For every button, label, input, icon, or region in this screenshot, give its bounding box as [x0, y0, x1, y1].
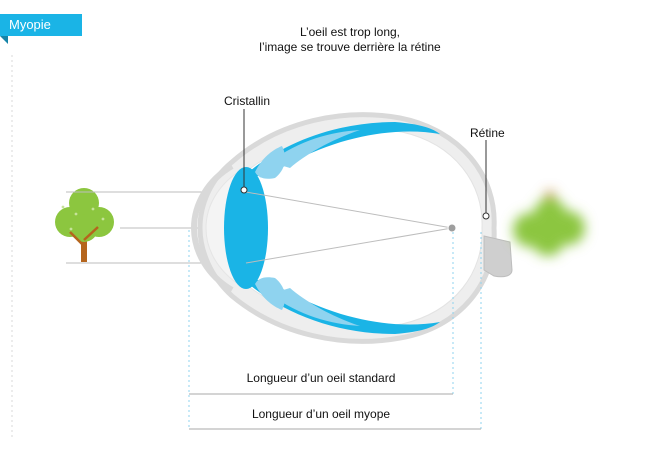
ray-top-refracted [245, 191, 453, 229]
eye-globe [197, 112, 497, 344]
optic-nerve [483, 235, 513, 278]
standard-length-label: Longueur d’un oeil standard [246, 371, 396, 385]
myope-length-label: Longueur d’un oeil myope [251, 407, 391, 421]
ray-bottom-refracted [245, 227, 453, 264]
caption-line-2: l’image se trouve derrière la rétine [259, 40, 441, 54]
section-tag-notch [0, 36, 8, 44]
cristallin-pointer-dot [240, 186, 248, 194]
retine-label: Rétine [470, 126, 505, 140]
tree-icon [55, 188, 114, 262]
blurred-tree-icon [513, 192, 585, 256]
cristallin-label: Cristallin [224, 94, 271, 108]
retina-pointer-dot [482, 212, 490, 220]
section-tag-label: Myopie [9, 17, 51, 32]
caption-line-1: L’oeil est trop long, [299, 25, 401, 39]
crystalline-lens [224, 167, 268, 289]
cornea [190, 163, 234, 293]
section-tag: Myopie [0, 14, 82, 36]
focal-point [447, 223, 457, 233]
